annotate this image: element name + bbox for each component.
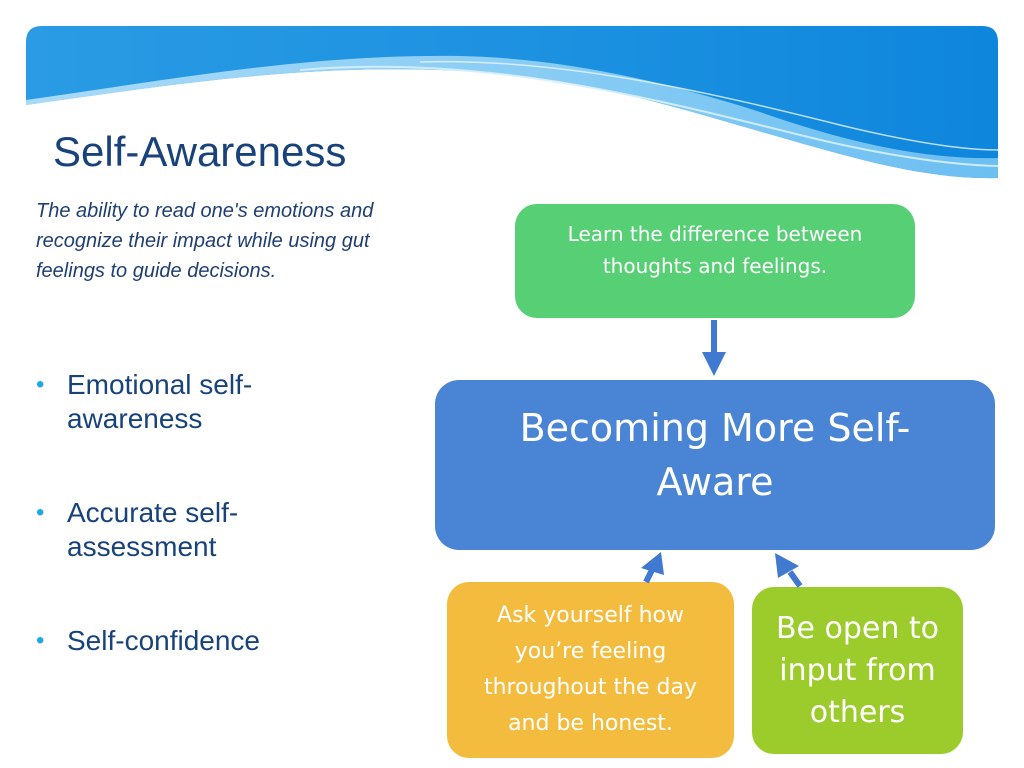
- definition-text: The ability to read one's emotions and r…: [36, 200, 374, 282]
- bullet-item: • Accurate self-assessment: [36, 496, 366, 564]
- bullet-list: • Emotional self-awareness • Accurate se…: [36, 368, 366, 718]
- diagram-box-left-text: Ask yourself how you’re feeling througho…: [483, 603, 698, 736]
- bullet-item: • Self-confidence: [36, 624, 366, 658]
- diagram-box-right-text: Be open to input from others: [775, 610, 940, 730]
- bullet-dot-icon: •: [36, 499, 45, 526]
- bullet-text: Emotional self-awareness: [67, 369, 253, 434]
- banner-wave-line-2: [419, 60, 999, 151]
- banner-wave-line-1: [299, 65, 999, 167]
- bullet-dot-icon: •: [36, 371, 45, 398]
- bullet-item: • Emotional self-awareness: [36, 368, 366, 436]
- diagram-box-top: Learn the difference between thoughts an…: [515, 204, 915, 318]
- diagram-box-right: Be open to input from others: [752, 587, 963, 754]
- diagram-box-left: Ask yourself how you’re feeling througho…: [447, 582, 734, 758]
- arrow-up-right-icon: [775, 553, 803, 588]
- banner-base-shape: [26, 26, 998, 179]
- arrow-up-left-icon: [641, 552, 664, 584]
- arrow-down-icon: [702, 320, 726, 376]
- bullet-dot-icon: •: [36, 627, 45, 654]
- diagram-box-top-text: Learn the difference between thoughts an…: [567, 222, 863, 278]
- diagram-box-center-text: Becoming More Self-Aware: [519, 406, 911, 504]
- header-wave-banner: [26, 26, 999, 179]
- bullet-text: Self-confidence: [67, 625, 261, 656]
- bullet-text: Accurate self-assessment: [67, 497, 239, 562]
- diagram-box-center: Becoming More Self-Aware: [435, 380, 995, 550]
- slide-title: Self-Awareness: [53, 128, 347, 175]
- banner-wave-light: [26, 55, 998, 179]
